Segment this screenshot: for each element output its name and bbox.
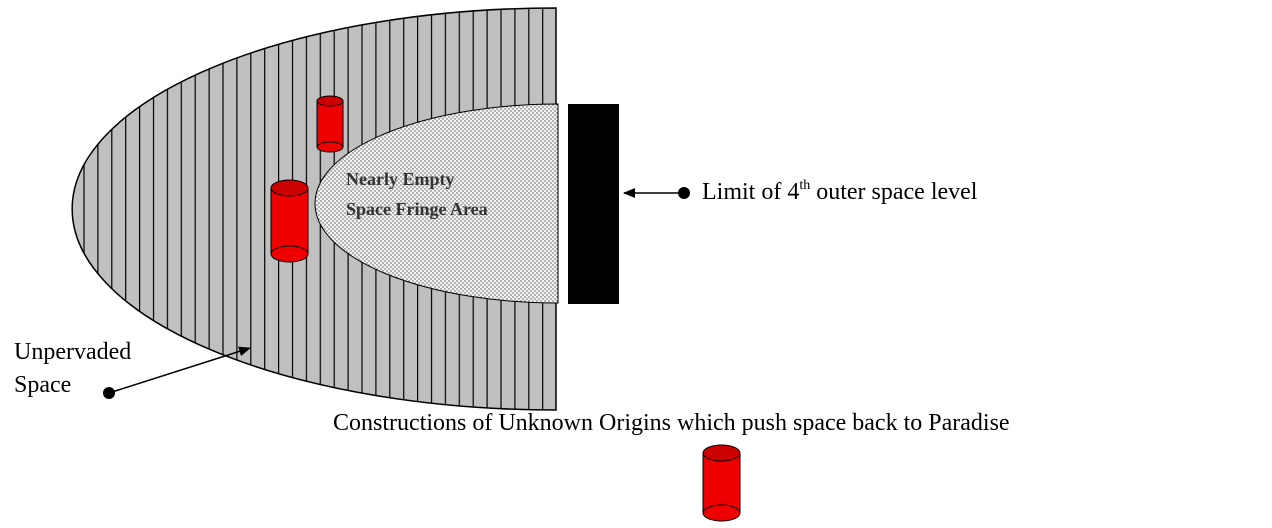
inner-label-line2: Space Fringe Area xyxy=(346,199,488,219)
limit-label: Limit of 4th outer space level xyxy=(702,178,978,205)
cylinder-small-top xyxy=(316,95,344,153)
cylinder-legend xyxy=(702,444,741,522)
outer-space-limit-bar xyxy=(568,104,619,304)
limit-label-prefix: Limit of 4 xyxy=(702,179,799,205)
limit-arrow xyxy=(623,187,690,199)
nearly-empty-fringe-region xyxy=(314,103,559,304)
unpervaded-arrow-dot xyxy=(103,387,115,399)
inner-label-line1: Nearly Empty xyxy=(346,169,454,189)
unpervaded-label-line2: Space xyxy=(14,372,71,398)
unpervaded-arrow xyxy=(103,346,251,399)
outer-space-region xyxy=(71,7,557,411)
limit-label-sup: th xyxy=(799,178,810,193)
constructions-label: Constructions of Unknown Origins which p… xyxy=(333,410,1010,436)
cylinder-large-left xyxy=(270,179,309,263)
limit-arrow-dot xyxy=(678,187,690,199)
unpervaded-label-line1: Unpervaded xyxy=(14,339,131,365)
limit-label-suffix: outer space level xyxy=(810,179,978,205)
